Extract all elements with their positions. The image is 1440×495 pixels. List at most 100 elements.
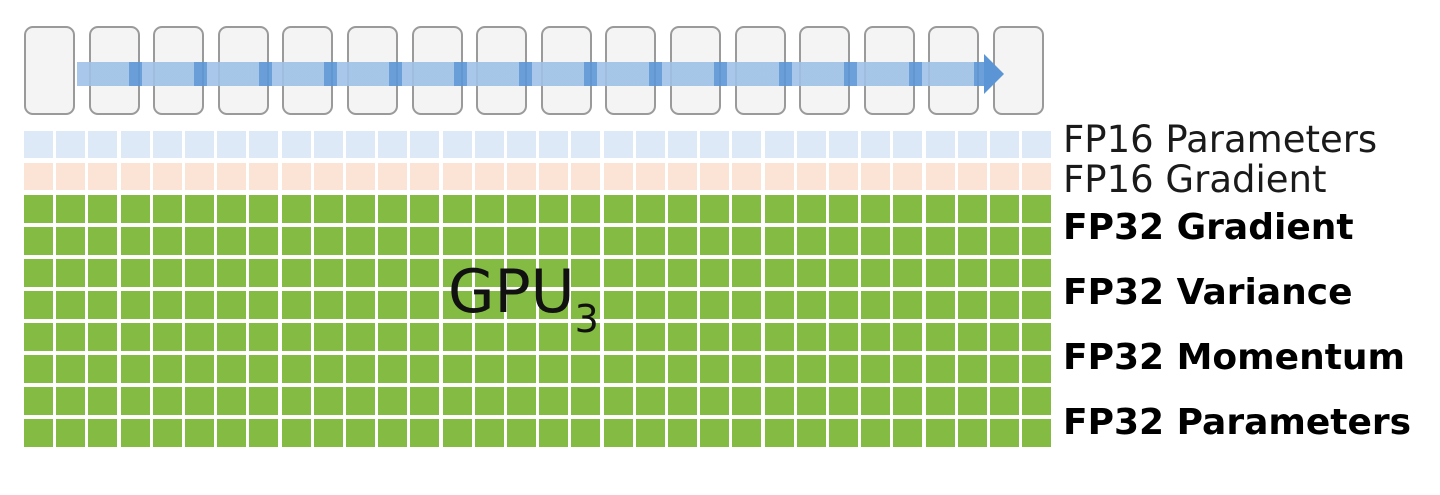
- fp32-state-cell: [24, 291, 53, 319]
- fp32-state-cell: [926, 323, 955, 351]
- fp32-state-cell: [282, 419, 311, 447]
- fp32-state-cell: [990, 195, 1019, 223]
- fp32-state-cell: [700, 291, 729, 319]
- fp32-state-cell: [797, 291, 826, 319]
- fp32-state-cell: [990, 291, 1019, 319]
- fp32-state-cell: [443, 355, 472, 383]
- fp32-state-cell: [249, 195, 278, 223]
- fp32-state-cell: [410, 355, 439, 383]
- fp32-state-cell: [443, 291, 472, 319]
- fp32-state-cell: [410, 195, 439, 223]
- fp32-state-cell: [217, 291, 246, 319]
- fp32-state-cell: [893, 323, 922, 351]
- fp16-gradient-cell: [636, 163, 665, 190]
- fp32-state-cell: [797, 259, 826, 287]
- fp16-parameter-cell: [443, 131, 472, 158]
- fp16-gradient-cell: [958, 163, 987, 190]
- fp32-state-cell: [700, 259, 729, 287]
- fp32-state-cell: [282, 323, 311, 351]
- fp32-state-cell: [829, 259, 858, 287]
- fp16-parameter-cell: [410, 131, 439, 158]
- fp16-parameter-cell: [88, 131, 117, 158]
- fp16-gradient-cell: [249, 163, 278, 190]
- fp32-state-cell: [571, 323, 600, 351]
- fp32-state-cell: [765, 227, 794, 255]
- fp32-state-cell: [636, 259, 665, 287]
- fp32-state-cell: [765, 291, 794, 319]
- fp32-state-cell: [571, 227, 600, 255]
- fp16-gradient-cell: [443, 163, 472, 190]
- fp32-state-cell: [314, 387, 343, 415]
- fp16-gradient-cell: [378, 163, 407, 190]
- fp32-state-cell: [249, 387, 278, 415]
- fp16-parameter-cell: [797, 131, 826, 158]
- fp32-state-cell: [861, 323, 890, 351]
- fp32-state-cell: [668, 355, 697, 383]
- fp32-state-cell: [24, 259, 53, 287]
- fp32-state-cell: [443, 419, 472, 447]
- fp32-state-cell: [732, 291, 761, 319]
- fp32-state-cell: [56, 355, 85, 383]
- fp32-state-cell: [958, 323, 987, 351]
- fp32-state-cell: [797, 419, 826, 447]
- fp32-state-cell: [475, 387, 504, 415]
- fp32-state-cell: [958, 227, 987, 255]
- fp16-gradient-cell: [24, 163, 53, 190]
- fp16-gradient-cell: [314, 163, 343, 190]
- fp32-state-cell: [282, 227, 311, 255]
- fp32-state-cell: [24, 227, 53, 255]
- fp16-parameter-cell: [378, 131, 407, 158]
- fp32-state-cell: [829, 291, 858, 319]
- fp32-state-cell: [475, 355, 504, 383]
- fp32-state-cell: [668, 291, 697, 319]
- fp16-parameter-cell: [314, 131, 343, 158]
- fp32-state-cell: [732, 387, 761, 415]
- fp32-state-cell: [668, 419, 697, 447]
- fp16-gradient-cell: [926, 163, 955, 190]
- fp32-state-cell: [797, 195, 826, 223]
- fp32-state-cell: [217, 387, 246, 415]
- fp32-state-cell: [249, 323, 278, 351]
- fp32-state-cell: [378, 355, 407, 383]
- fp32-state-cell: [893, 291, 922, 319]
- fp32-state-cell: [153, 387, 182, 415]
- row-label-fp16-parameters: FP16 Parameters: [1063, 118, 1378, 161]
- fp32-state-cell: [217, 195, 246, 223]
- fp32-state-cell: [121, 259, 150, 287]
- fp32-state-cell: [282, 259, 311, 287]
- fp32-state-cell: [217, 355, 246, 383]
- fp32-state-cell: [56, 291, 85, 319]
- fp32-state-cell: [121, 355, 150, 383]
- fp32-state-cell: [539, 387, 568, 415]
- fp32-state-cell: [475, 195, 504, 223]
- fp32-state-cell: [990, 227, 1019, 255]
- fp32-state-cell: [958, 419, 987, 447]
- fp32-state-cell: [185, 227, 214, 255]
- fp32-state-cell: [668, 195, 697, 223]
- fp16-gradient-cell: [797, 163, 826, 190]
- fp16-gradient-cell: [668, 163, 697, 190]
- fp32-state-cell: [249, 355, 278, 383]
- fp32-state-cell: [829, 227, 858, 255]
- fp32-state-cell: [765, 259, 794, 287]
- fp32-state-cell: [539, 227, 568, 255]
- fp32-state-cell: [926, 291, 955, 319]
- fp32-state-cell: [571, 355, 600, 383]
- fp32-state-cell: [410, 387, 439, 415]
- fp32-state-cell: [507, 259, 536, 287]
- fp32-state-cell: [346, 227, 375, 255]
- fp32-state-cell: [121, 323, 150, 351]
- fp32-state-cell: [571, 195, 600, 223]
- fp32-state-cell: [185, 323, 214, 351]
- fp16-parameter-cell: [24, 131, 53, 158]
- fp32-state-cell: [958, 387, 987, 415]
- fp16-gradient-cell: [217, 163, 246, 190]
- fp32-state-cell: [56, 323, 85, 351]
- fp32-state-cell: [539, 355, 568, 383]
- fp32-state-cell: [926, 227, 955, 255]
- fp32-state-cell: [604, 291, 633, 319]
- fp32-state-cell: [56, 227, 85, 255]
- fp32-state-cell: [1022, 387, 1051, 415]
- fp32-state-cell: [443, 387, 472, 415]
- fp16-parameter-cell: [732, 131, 761, 158]
